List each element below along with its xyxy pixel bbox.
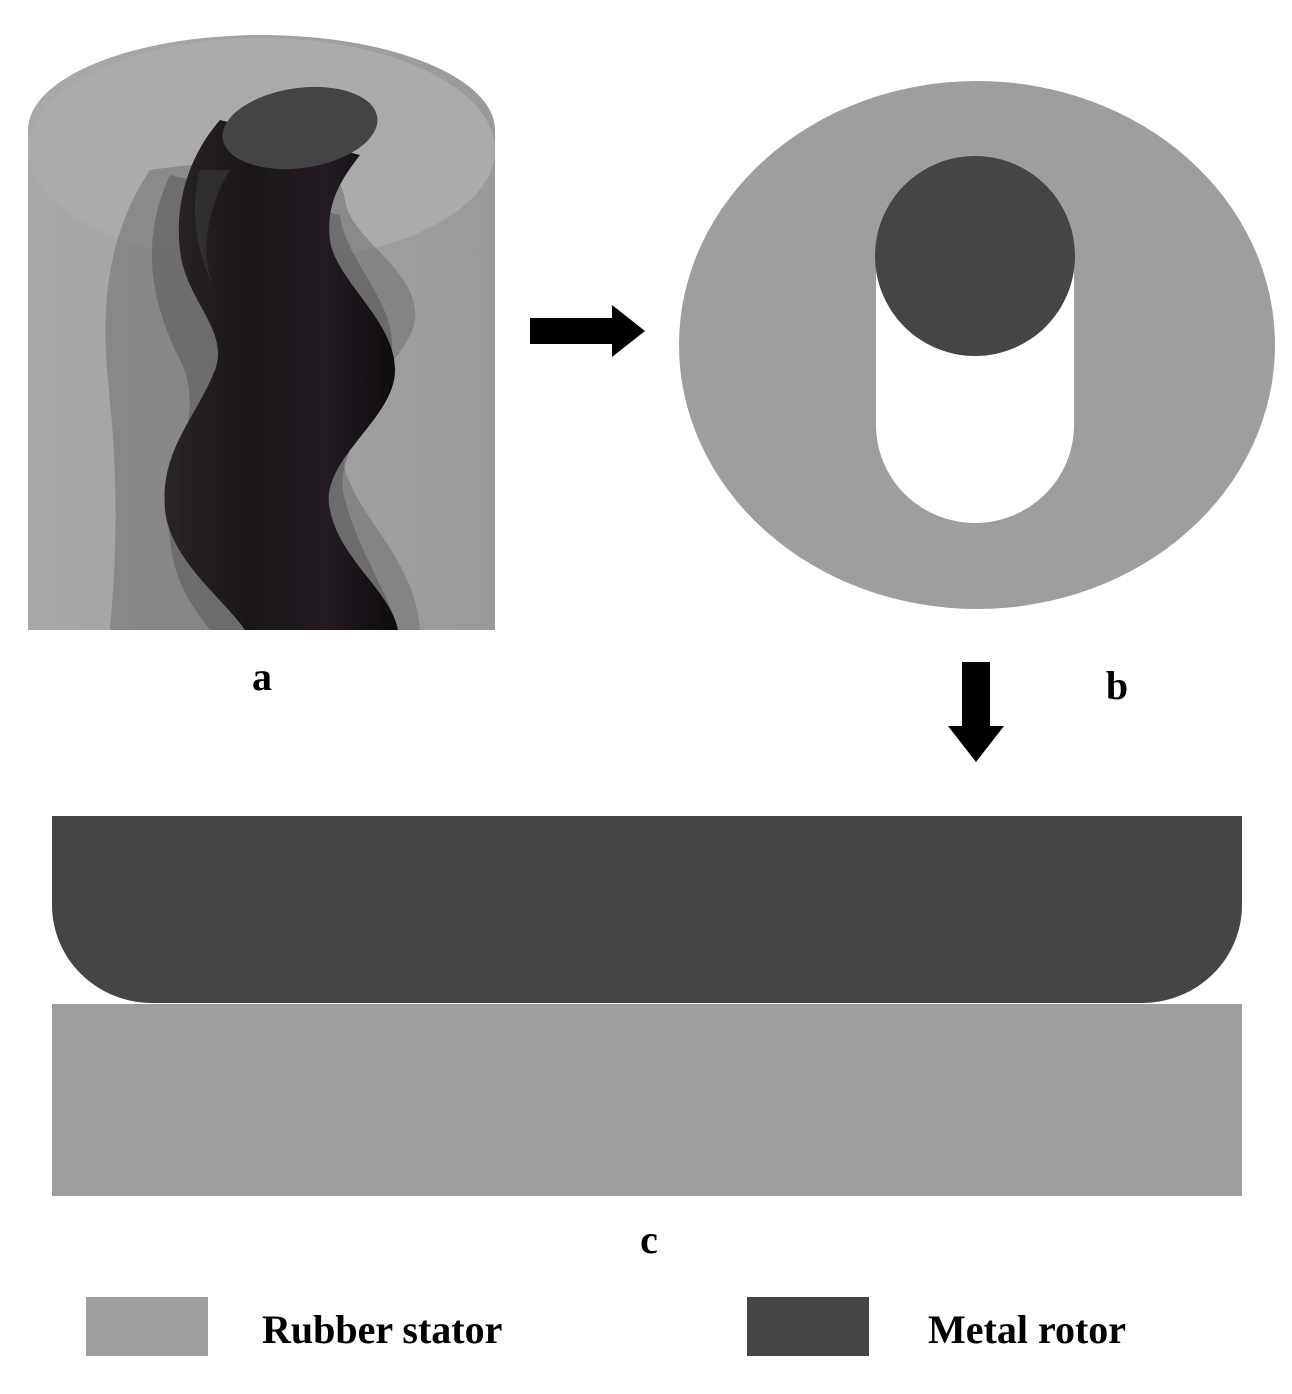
helical-rotor xyxy=(164,120,398,630)
panel-a-illustration xyxy=(28,35,495,631)
rotor-unrolled xyxy=(52,816,1242,1003)
legend: Rubber stator Metal rotor xyxy=(86,1297,1126,1356)
panel-label-a: a xyxy=(252,654,272,699)
panel-b-cross-section xyxy=(679,81,1275,609)
legend-label-metal-rotor: Metal rotor xyxy=(928,1307,1126,1352)
panel-c-unrolled xyxy=(52,816,1242,1196)
stator-unrolled xyxy=(52,1004,1242,1196)
panel-label-b: b xyxy=(1106,663,1128,708)
arrow-right-icon xyxy=(530,305,645,357)
arrow-down-icon xyxy=(948,662,1004,762)
panel-label-c: c xyxy=(640,1217,658,1262)
rotor-top-cap xyxy=(222,86,378,170)
rotor-cross-section xyxy=(875,156,1075,356)
legend-swatch-rubber-stator xyxy=(86,1297,208,1356)
legend-swatch-metal-rotor xyxy=(747,1297,869,1356)
rotor-highlight xyxy=(195,170,230,290)
legend-label-rubber-stator: Rubber stator xyxy=(262,1307,502,1352)
